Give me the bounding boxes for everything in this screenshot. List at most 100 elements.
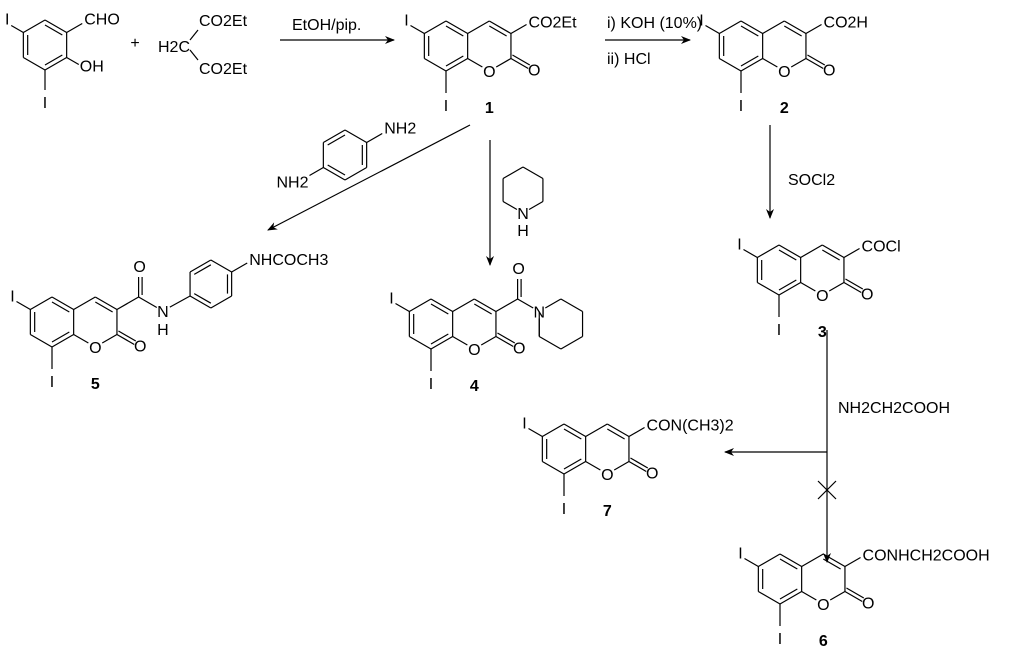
bond <box>344 166 367 181</box>
bond <box>10 24 24 34</box>
benzene-bond <box>757 244 780 259</box>
bond <box>762 20 785 35</box>
compound-number: 4 <box>470 378 479 395</box>
ring-oxygen: O <box>778 64 790 81</box>
ring-oxygen: O <box>817 597 829 614</box>
bond <box>495 57 512 68</box>
bond <box>607 423 630 438</box>
bond <box>95 296 118 311</box>
double-bond <box>193 293 212 304</box>
iodine-8: I <box>50 374 54 391</box>
benzene-bond <box>424 57 447 72</box>
double-bond <box>740 25 759 37</box>
benzene-bond <box>409 298 432 313</box>
piperidine-nitrogen: N <box>517 206 529 223</box>
carbonyl-bond <box>805 57 824 70</box>
bond <box>189 49 199 61</box>
phenyl-bond <box>210 259 232 273</box>
substituent: COCl <box>862 239 901 256</box>
benzene-bond <box>445 20 468 35</box>
iodine-6: I <box>522 416 526 433</box>
ester-top: CO2Et <box>199 13 248 30</box>
amide-oxygen: O <box>133 259 145 276</box>
piperidine-bond <box>560 298 583 313</box>
bond <box>480 335 497 346</box>
acetamido-group: NHCOCH3 <box>249 252 328 269</box>
benzene-bond <box>719 57 742 72</box>
carbonyl-bond <box>846 587 865 599</box>
ring-oxygen: O <box>468 342 480 359</box>
carbonyl-oxygen: O <box>823 63 835 80</box>
piperidine-reagent: NH <box>502 166 544 240</box>
amide-nitrogen: N <box>157 304 169 321</box>
bond <box>843 247 860 259</box>
double-bond <box>778 249 797 261</box>
carbonyl-oxygen: O <box>528 63 540 80</box>
blocked-mark <box>817 480 837 500</box>
bond <box>189 29 199 41</box>
carbonyl-oxygen: O <box>862 596 874 613</box>
double-bond <box>327 134 346 146</box>
phenyl-bond <box>189 295 212 309</box>
carbonyl-bond <box>845 278 864 290</box>
iodine-6: I <box>404 13 408 30</box>
bond <box>231 262 248 273</box>
bond <box>138 296 158 309</box>
compound-number: 3 <box>818 324 827 341</box>
benzene-bond <box>757 281 780 296</box>
bond <box>323 129 346 144</box>
substituent: CON(CH3)2 <box>647 418 734 435</box>
iodine-6: I <box>738 546 742 563</box>
condition-step4: NH2CH2COOH <box>838 400 950 417</box>
bond <box>585 460 601 471</box>
bond <box>502 200 518 211</box>
bond <box>613 460 630 471</box>
arrow-to-5 <box>267 124 471 231</box>
bond <box>762 57 778 68</box>
iodine-8: I <box>739 98 743 115</box>
benzene-bond <box>779 590 802 605</box>
bond <box>528 200 544 211</box>
compound-number: 2 <box>780 100 789 117</box>
double-bond <box>779 588 798 600</box>
cho-group: CHO <box>84 12 120 29</box>
iodine-6: I <box>389 291 393 308</box>
double-bond <box>327 164 346 176</box>
bond <box>16 300 31 311</box>
bond <box>743 248 758 259</box>
ring-oxygen: O <box>89 340 101 357</box>
double-bond <box>193 264 212 275</box>
amide-oxygen: O <box>512 261 524 278</box>
bond <box>705 24 720 35</box>
bond <box>323 166 346 181</box>
double-bond <box>51 301 70 313</box>
carbonyl-bond <box>628 460 647 473</box>
benzene-bond <box>778 244 801 259</box>
bond <box>366 132 383 144</box>
bond <box>495 298 518 313</box>
carbonyl-oxygen: O <box>134 339 146 356</box>
substituent: CO2H <box>824 15 868 32</box>
benzene-bond <box>30 333 53 348</box>
benzene-bond <box>778 281 801 296</box>
double-bond <box>778 279 797 291</box>
double-bond <box>44 24 63 36</box>
carbonyl-bond <box>118 330 137 342</box>
oh-group: OH <box>80 59 104 76</box>
bond <box>73 296 96 311</box>
benzene-bond <box>409 335 432 350</box>
iodine: I <box>43 95 47 112</box>
ring-oxygen: O <box>601 467 613 484</box>
bond <box>23 19 46 34</box>
carbonyl-bond <box>630 457 649 469</box>
h2c-group: H2C <box>158 39 190 56</box>
double-bond <box>489 25 507 37</box>
carbonyl-oxygen: O <box>861 287 873 304</box>
benzene-bond <box>542 423 565 438</box>
